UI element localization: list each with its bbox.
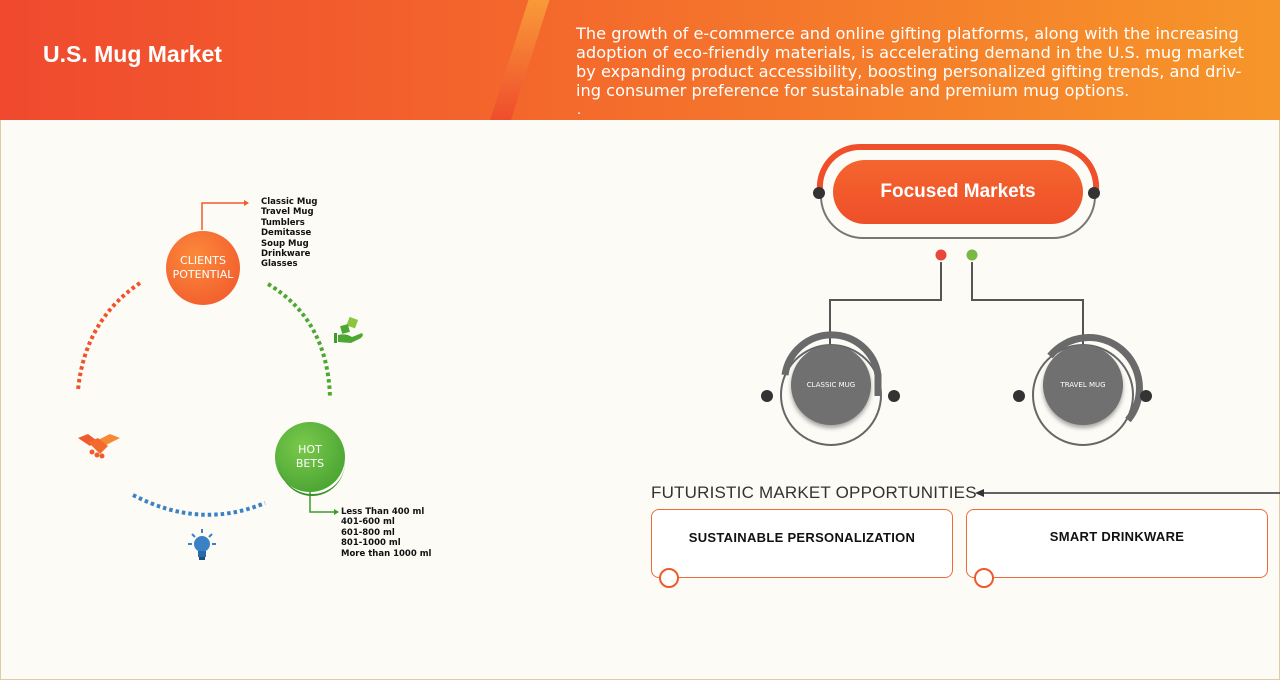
- futuristic-heading: FUTURISTIC MARKET OPPORTUNITIES: [651, 483, 977, 502]
- opportunity-card-sustainable: SUSTAINABLE PERSONALIZATION: [651, 509, 953, 578]
- list-item: Travel Mug: [261, 207, 314, 218]
- clients-potential-line1: CLIENTS: [180, 254, 226, 267]
- header-banner: U.S. Mug Market The growth of e-commerce…: [0, 0, 1280, 120]
- list-item: More than 1000 ml: [341, 548, 432, 559]
- opportunity-card-smart: SMART DRINKWARE: [966, 509, 1268, 578]
- product-type-list: Classic Mug Travel Mug Tumblers Demitass…: [261, 197, 318, 270]
- list-item: Less Than 400 ml: [341, 507, 425, 517]
- focused-markets-pill: Focused Markets: [833, 160, 1083, 224]
- market-summary: The growth of e-commerce and online gift…: [576, 24, 1245, 100]
- list-item: Soup Mug: [261, 238, 309, 249]
- classic-mug-circle: CLASSIC MUG: [791, 345, 871, 425]
- travel-mug-circle: TRAVEL MUG: [1043, 345, 1123, 425]
- list-item: 601-800 ml: [341, 527, 395, 538]
- list-item: Tumblers: [261, 217, 305, 228]
- summary-tail: .: [577, 103, 582, 118]
- header-diagonal-stripe: [490, 0, 550, 120]
- opportunity-ring-icon: [974, 568, 994, 588]
- list-item: Drinkware: [261, 249, 311, 260]
- clients-potential-line2: POTENTIAL: [172, 268, 234, 281]
- list-item: Classic Mug: [261, 197, 318, 207]
- list-item: 401-600 ml: [341, 517, 395, 528]
- list-item: 801-1000 ml: [341, 538, 401, 549]
- hot-bets-line2: BETS: [295, 457, 325, 470]
- opportunity-label: SMART DRINKWARE: [1049, 529, 1185, 544]
- capacity-list: Less Than 400 ml 401-600 ml 601-800 ml 8…: [341, 507, 431, 559]
- page-title: U.S. Mug Market: [43, 41, 222, 67]
- opportunity-ring-icon: [659, 568, 679, 588]
- hot-bets-line1: HOT: [298, 443, 322, 456]
- opportunity-label: SUSTAINABLE PERSONALIZATION: [688, 530, 916, 545]
- list-item: Demitasse: [261, 228, 312, 239]
- list-item: Glasses: [261, 259, 298, 270]
